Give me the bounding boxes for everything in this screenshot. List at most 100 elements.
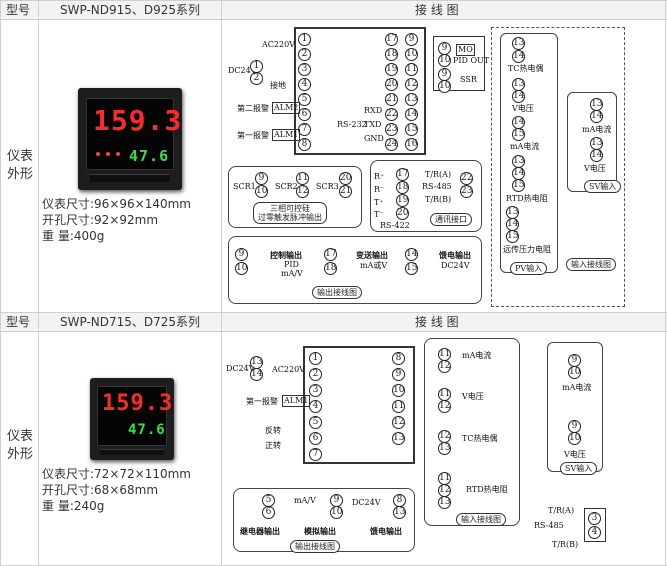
out-feed-sub: DC24V [441,261,470,270]
rxd-label: RXD [364,106,383,115]
category-line: 仪表 [6,429,33,444]
pv-term: 15 [512,128,525,141]
terminal: 2 [309,368,322,381]
pv-ma-label: mA电流 [510,142,540,151]
meter-keypad [100,449,164,455]
out-term: 9 [235,248,248,261]
analog-sub: mA/V [294,496,316,505]
out-term: 17 [324,248,337,261]
alm2-tag: ALM2 [272,102,301,114]
terminal: 4 [298,78,311,91]
scr3-term: 21 [339,185,352,198]
meter-display: 159.3 47.6 [86,98,181,170]
input-caption-2: 输入接线图 [456,513,506,526]
tr-a-label: T/R(A) [425,170,452,179]
terminal: 13 [392,432,405,445]
out-term: 6 [262,506,275,519]
scr1-term: 9 [255,172,268,185]
dc24-term: 13 [250,356,263,369]
sv-term: 10 [568,366,581,379]
meter-photo-1: 159.3 47.6 [78,88,182,190]
rs485-label: RS-485 [422,182,452,191]
scr2-term: 12 [296,185,309,198]
terminal: 9 [392,368,405,381]
dc24-label: DC24V [228,66,257,75]
meter-display: 159.3 47.6 [97,386,172,446]
meter-keypad [90,174,170,182]
model-name-1: SWP-ND915、D925系列 [60,3,201,17]
sv-caption: SV输入 [584,180,622,193]
in-v-label-2: V电压 [462,392,484,401]
wiring-label-2: 接 线 图 [415,315,459,329]
fwd-label: 正转 [265,441,281,450]
txd-label: TXD [364,120,382,129]
scr-note: 三相可控硅 过零触发脉冲输出 [253,202,327,224]
ac220-label: AC220V [262,40,295,49]
sv-term: 14 [590,110,603,123]
rs232-label: RS-232 [337,120,367,129]
terminal: 5 [309,416,322,429]
scr2-label: SCR2 [275,182,298,191]
pv-term: 13 [512,37,525,50]
comm-term: 23 [460,185,473,198]
terminal: 16 [405,138,418,151]
out-term: 15 [405,262,418,275]
rev-label: 反转 [265,426,281,435]
terminal: 9 [405,33,418,46]
out-term: 13 [393,506,406,519]
grid-line [0,0,1,566]
rx-minus-label: R⁻ [374,185,385,194]
pv-term: 15 [506,230,519,243]
pv-term: 14 [512,90,525,103]
in-tc-label-2: TC热电偶 [462,434,498,443]
meter-sv-readout: 47.6 [129,147,170,165]
category-label-2: 仪表 外形 [4,428,36,464]
grid-line [665,0,666,566]
output-caption: 输出接线图 [312,286,362,299]
analog-out-label: 模拟输出 [304,526,336,536]
terminal: 22 [385,108,398,121]
terminal: 15 [405,123,418,136]
dc24-term-a: 1 [250,60,263,73]
terminal: 11 [405,63,418,76]
terminal: 12 [392,416,405,429]
sv-term: 13 [590,137,603,150]
meter-led-row [93,141,123,160]
dc24-label-2: DC24V [226,364,255,373]
tr-b-label: T/R(B) [425,195,452,204]
terminal: 18 [385,48,398,61]
ground-label: 接地 [270,81,286,90]
terminal: 10 [405,48,418,61]
terminal: 5 [298,93,311,106]
out-term: 10 [330,506,343,519]
terminal: 1 [309,352,322,365]
comm-term: 20 [396,207,409,220]
terminal: 13 [405,93,418,106]
ac220-label-2: AC220V [272,365,305,374]
model-name-2: SWP-ND715、D725系列 [60,315,201,329]
alm1-tag: ALM1 [272,129,301,141]
terminal: 12 [405,78,418,91]
col-model-label: 型号 [6,3,31,17]
in-term: 12 [438,360,451,373]
pv-v-label: V电压 [512,104,534,113]
input-region [491,27,625,307]
comm-term: 18 [396,181,409,194]
sv-ma-label: mA电流 [582,125,612,134]
sv-v-label: V电压 [584,164,606,173]
pv-rtd-label: RTD热电阻 [506,194,548,203]
scr1-label: SCR1 [233,182,256,191]
alm1-label-2: 第一报警 [246,397,278,406]
in-term: 13 [438,442,451,455]
terminal: 4 [309,400,322,413]
category-line: 外形 [6,167,33,182]
header-row-2: 型号 SWP-ND715、D725系列 接 线 图 [0,312,667,332]
terminal: 20 [385,78,398,91]
comm-term: 17 [396,168,409,181]
pv-term: 15 [512,179,525,192]
terminal: 2 [298,48,311,61]
out-ctrl-label: 控制输出 [270,250,302,260]
meter-pv-readout: 159.3 [93,104,183,137]
scr-note-line: 三相可控硅 [270,204,310,213]
